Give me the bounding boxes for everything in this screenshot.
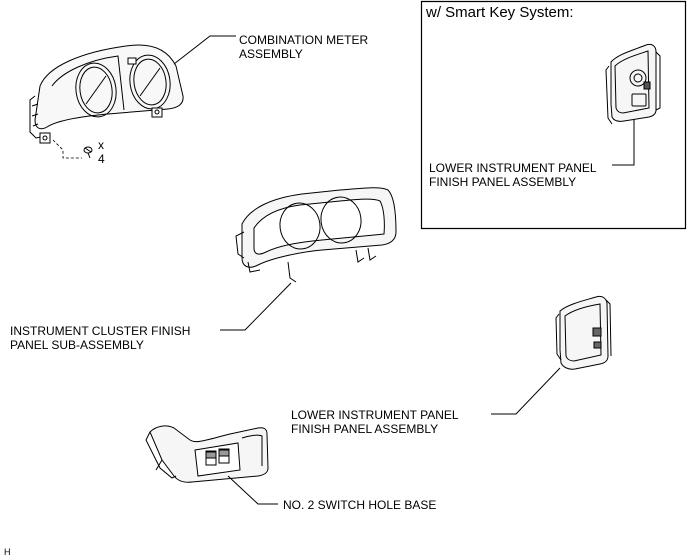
corner-mark: H — [4, 547, 11, 557]
lower-panel-leader-line — [491, 368, 560, 414]
combination-meter-drawing — [30, 45, 183, 143]
meter-label: COMBINATION METER ASSEMBLY — [239, 33, 368, 61]
cluster-leader-line — [220, 283, 291, 330]
inset-frame — [422, 2, 686, 229]
cluster-label-line2: PANEL SUB-ASSEMBLY — [10, 338, 144, 352]
meter-screw-dash — [53, 140, 82, 158]
inset-title: w/ Smart Key System: — [426, 4, 574, 21]
lower-panel-label-line2: FINISH PANEL ASSEMBLY — [291, 422, 439, 436]
switch-base-leader-line — [228, 476, 278, 504]
lower-panel-label: LOWER INSTRUMENT PANEL FINISH PANEL ASSE… — [291, 408, 459, 436]
screw-count-label: 4 — [98, 152, 105, 166]
screw-drawing — [84, 147, 92, 158]
lower-panel-label-line1: LOWER INSTRUMENT PANEL — [291, 408, 459, 422]
cluster-finish-panel-drawing — [236, 188, 396, 282]
switch-base-label: NO. 2 SWITCH HOLE BASE — [283, 498, 437, 512]
inset-leader-line — [612, 119, 634, 165]
meter-label-line2: ASSEMBLY — [239, 47, 303, 61]
inset-lower-panel-drawing — [606, 44, 660, 124]
cluster-label-line1: INSTRUMENT CLUSTER FINISH — [10, 324, 191, 338]
cluster-label: INSTRUMENT CLUSTER FINISH PANEL SUB-ASSE… — [10, 324, 190, 352]
meter-leader-line — [174, 36, 236, 64]
inset-part-label: LOWER INSTRUMENT PANEL FINISH PANEL ASSE… — [429, 161, 597, 189]
inset-part-label-line2: FINISH PANEL ASSEMBLY — [429, 175, 577, 189]
switch-hole-base-drawing — [146, 426, 268, 482]
inset-part-label-line1: LOWER INSTRUMENT PANEL — [429, 161, 597, 175]
screw-mult-label: x — [98, 138, 104, 152]
meter-label-line1: COMBINATION METER — [239, 33, 369, 47]
lower-panel-drawing — [556, 296, 611, 369]
